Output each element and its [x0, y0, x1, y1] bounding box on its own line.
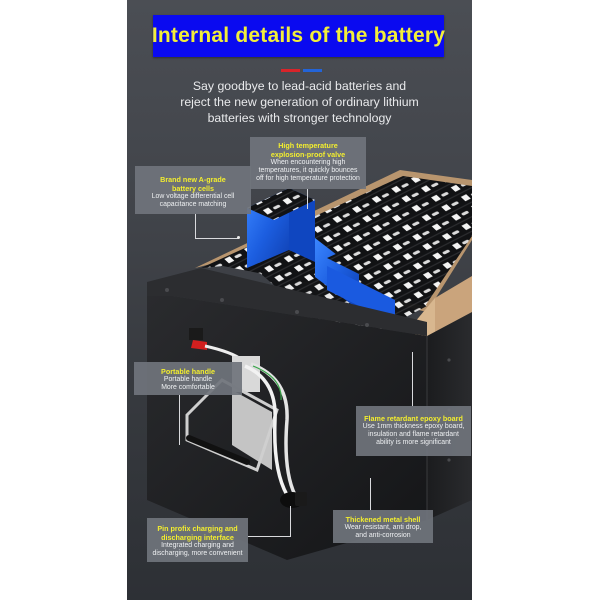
callout-title: discharging interface — [161, 533, 234, 542]
callout-description: off for high temperature protection — [256, 175, 360, 183]
leader-line — [195, 238, 239, 239]
leader-line — [370, 478, 371, 510]
leader-line — [195, 214, 196, 238]
callout-title: High temperature — [278, 141, 338, 150]
battery-illustration — [147, 170, 472, 560]
callout-description: insulation and flame retardant — [368, 431, 459, 439]
callout-title: explosion-proof valve — [270, 150, 346, 159]
subtitle-line: reject the new generation of ordinary li… — [180, 95, 419, 109]
leader-line — [290, 506, 291, 537]
callout-description: When encountering high — [270, 159, 346, 166]
callout-description: ability is more significant — [376, 439, 451, 447]
callout-charging-interface: Pin profix charging and discharging inte… — [147, 518, 248, 562]
callout-description: Low voltage differential cell — [151, 193, 235, 200]
callout-description: temperatures, it quickly bounces — [258, 167, 358, 175]
subtitle-line: Say goodbye to lead-acid batteries and — [192, 79, 407, 93]
title-banner: Internal details of the battery — [151, 15, 446, 57]
callout-description: and anti-corrosion — [355, 532, 411, 540]
callout-metal-shell: Thickened metal shell Wear resistant, an… — [333, 510, 433, 543]
callout-description: Portable handle — [163, 376, 213, 383]
leader-line — [248, 536, 290, 537]
callout-description: Wear resistant, anti drop, — [344, 524, 422, 531]
callout-epoxy-board: Flame retardant epoxy board Use 1mm thic… — [356, 406, 471, 456]
leader-line — [179, 395, 180, 445]
callout-battery-cells: Brand new A-grade battery cells Low volt… — [135, 166, 251, 214]
callout-description: More comfortable — [161, 384, 215, 392]
leader-line — [307, 189, 308, 209]
callout-title: Portable handle — [161, 367, 215, 376]
page-title: Internal details of the battery — [151, 24, 446, 47]
callout-title: Pin profix charging and — [157, 524, 238, 533]
callout-title: battery cells — [172, 184, 214, 193]
leader-dot — [237, 236, 240, 239]
callout-title: Brand new A-grade — [160, 175, 226, 184]
callout-description: discharging, more convenient — [152, 550, 243, 558]
callout-description: Use 1mm thickness epoxy board, — [362, 423, 465, 430]
callout-portable-handle: Portable handle Portable handle More com… — [134, 362, 242, 395]
callout-description: Integrated charging and — [161, 542, 234, 549]
callout-explosion-proof-valve: High temperature explosion-proof valve W… — [250, 137, 366, 189]
subtitle-line: batteries with stronger technology — [207, 111, 392, 125]
callout-description: capacitance matching — [159, 201, 227, 209]
accent-bar-red — [281, 69, 300, 72]
callout-title: Thickened metal shell — [345, 515, 421, 524]
subtitle: Say goodbye to lead-acid batteries and r… — [127, 78, 472, 126]
infographic-panel: Internal details of the battery Say good… — [127, 0, 472, 600]
accent-bar-blue — [303, 69, 322, 72]
leader-line — [412, 352, 413, 406]
callout-title: Flame retardant epoxy board — [364, 414, 463, 423]
